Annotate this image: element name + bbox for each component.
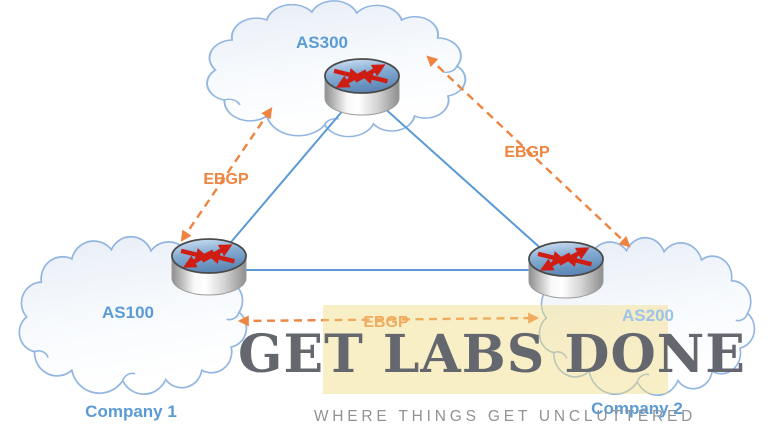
as100-label: AS100	[102, 303, 154, 322]
as300-label: AS300	[296, 33, 348, 52]
ebgp-arrow-as300-as200	[426, 55, 631, 248]
watermark-banner	[323, 305, 668, 394]
router-icon	[325, 59, 399, 115]
company2-label: Company 2	[591, 399, 683, 418]
ebgp-arrow-as100-as200	[237, 312, 540, 327]
ebgp-label-bottom: EBGP	[363, 314, 409, 331]
ebgp-label-right: EBGP	[504, 144, 550, 161]
ebgp-label-left: EBGP	[203, 171, 249, 188]
router-icon	[529, 242, 603, 298]
as200-label: AS200	[622, 306, 674, 325]
ebgp-arrows	[180, 55, 631, 327]
watermark-tagline: WHERE THINGS GET UNCLUTTERED	[314, 408, 696, 425]
watermark-title: GET LABS DONE	[238, 324, 746, 385]
router-icon	[172, 239, 246, 295]
company1-label: Company 1	[85, 402, 177, 421]
link-as300-as200	[361, 87, 567, 272]
